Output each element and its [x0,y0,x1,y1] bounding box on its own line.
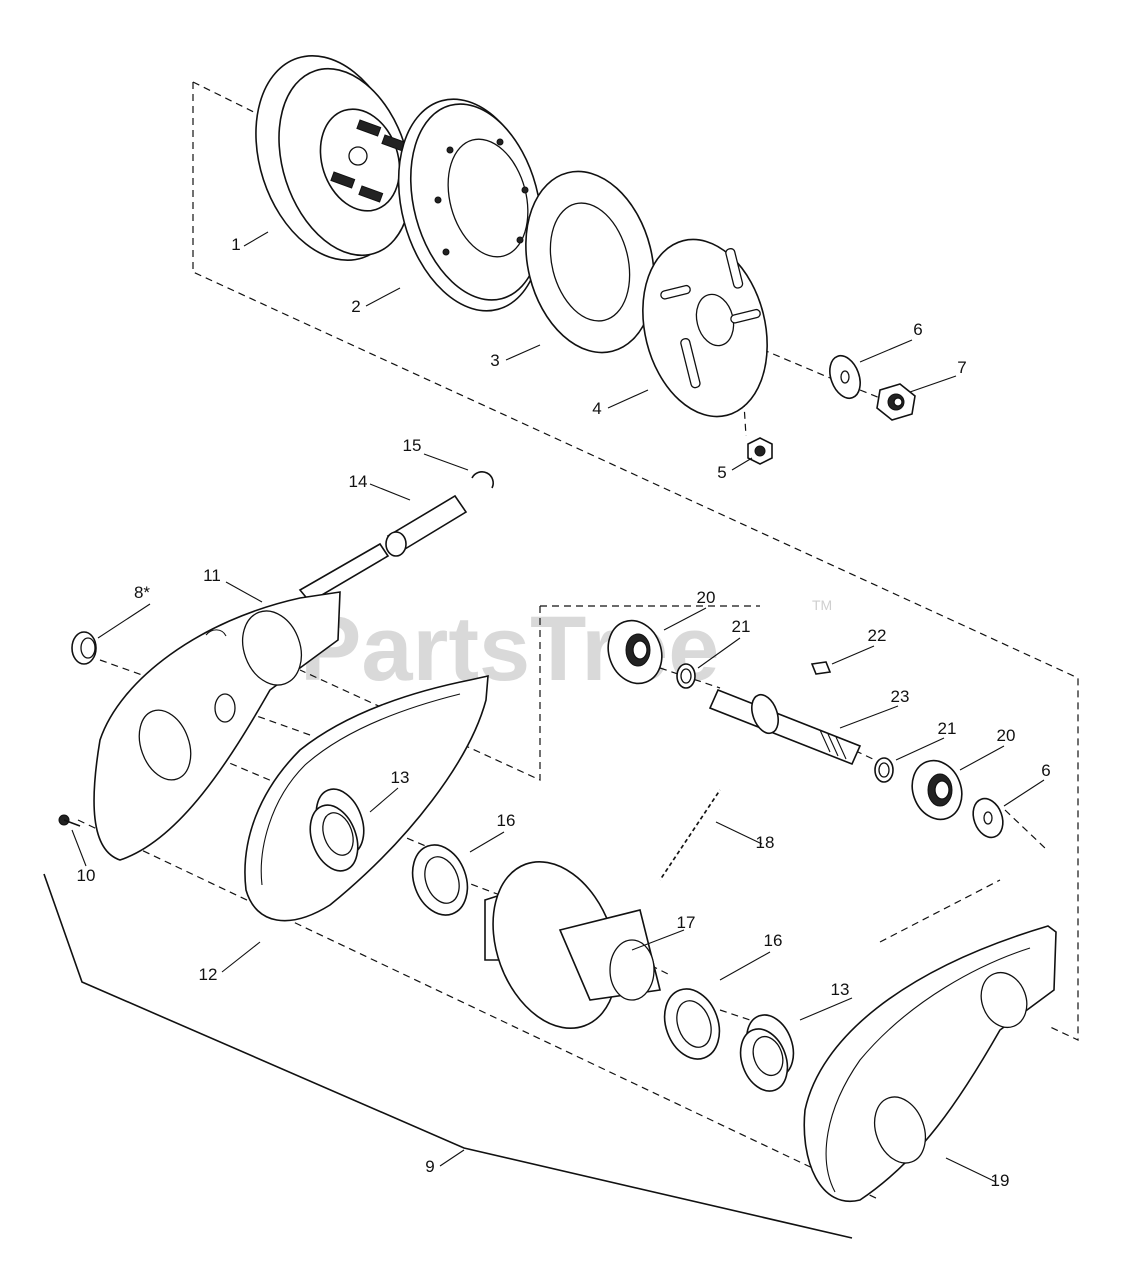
part-12-gasket [244,674,489,922]
callout-c13a: 13 [391,768,410,787]
part-5-nut [747,437,773,465]
callout-labels: 12345678*9101112131314151616171819202021… [77,235,1051,1190]
callout-c5: 5 [717,463,726,482]
watermark-tm: TM [812,597,832,613]
callout-c2: 2 [351,297,360,316]
part-22-key [810,661,832,675]
callout-c14: 14 [349,472,368,491]
callout-c21a: 21 [732,617,751,636]
callout-c12: 12 [199,965,218,984]
callout-c10: 10 [77,866,96,885]
part-6-washer-lower [972,797,1004,839]
callout-c13b: 13 [831,980,850,999]
callout-c11: 11 [203,566,221,585]
part-1-pulley [255,55,412,261]
callout-c18: 18 [756,833,775,852]
callout-c4: 4 [592,399,601,418]
callout-c9: 9 [425,1157,434,1176]
part-19-housing-right [803,925,1057,1203]
callout-c20b: 20 [997,726,1016,745]
part-21-ring-upper [676,663,696,689]
callout-c7: 7 [957,358,966,377]
part-21-ring-lower [874,757,894,783]
callout-c3: 3 [490,351,499,370]
callout-c6a: 6 [913,320,922,339]
part-18-chain [658,789,722,881]
part-2-drum [397,98,543,312]
part-4-plate [642,238,768,418]
part-16-seal-right [663,988,721,1060]
part-6-washer-upper [829,354,861,400]
part-16-seal-left [411,844,469,916]
leader-lines [71,231,1045,1183]
part-10-screw [58,814,81,827]
callout-c17: 17 [677,913,696,932]
callout-c1: 1 [231,235,240,254]
callout-c21b: 21 [938,719,957,738]
part-7-locknut [876,383,916,421]
part-15-clip [471,471,494,489]
callout-c19: 19 [991,1171,1010,1190]
callout-c6b: 6 [1041,761,1050,780]
callout-c16a: 16 [497,811,516,830]
part-13-bearing-right [739,1014,795,1092]
part-13-bearing-left [309,788,365,872]
callout-c8: 8* [134,583,150,602]
part-20-bearing-lower [911,759,963,821]
callout-c22: 22 [868,626,887,645]
callout-c20a: 20 [697,588,716,607]
part-3-disc [525,170,655,354]
callout-c15: 15 [403,436,422,455]
part-17-sprocket [484,860,661,1030]
callout-c23: 23 [891,687,910,706]
part-8-seal [71,631,97,665]
part-14-pivot-arm [298,494,468,604]
part-11-housing-left [93,591,341,861]
callout-c16b: 16 [764,931,783,950]
part-23-shaft [708,688,862,766]
part-20-bearing-upper [607,619,663,685]
group-9-bracket [43,873,853,1239]
